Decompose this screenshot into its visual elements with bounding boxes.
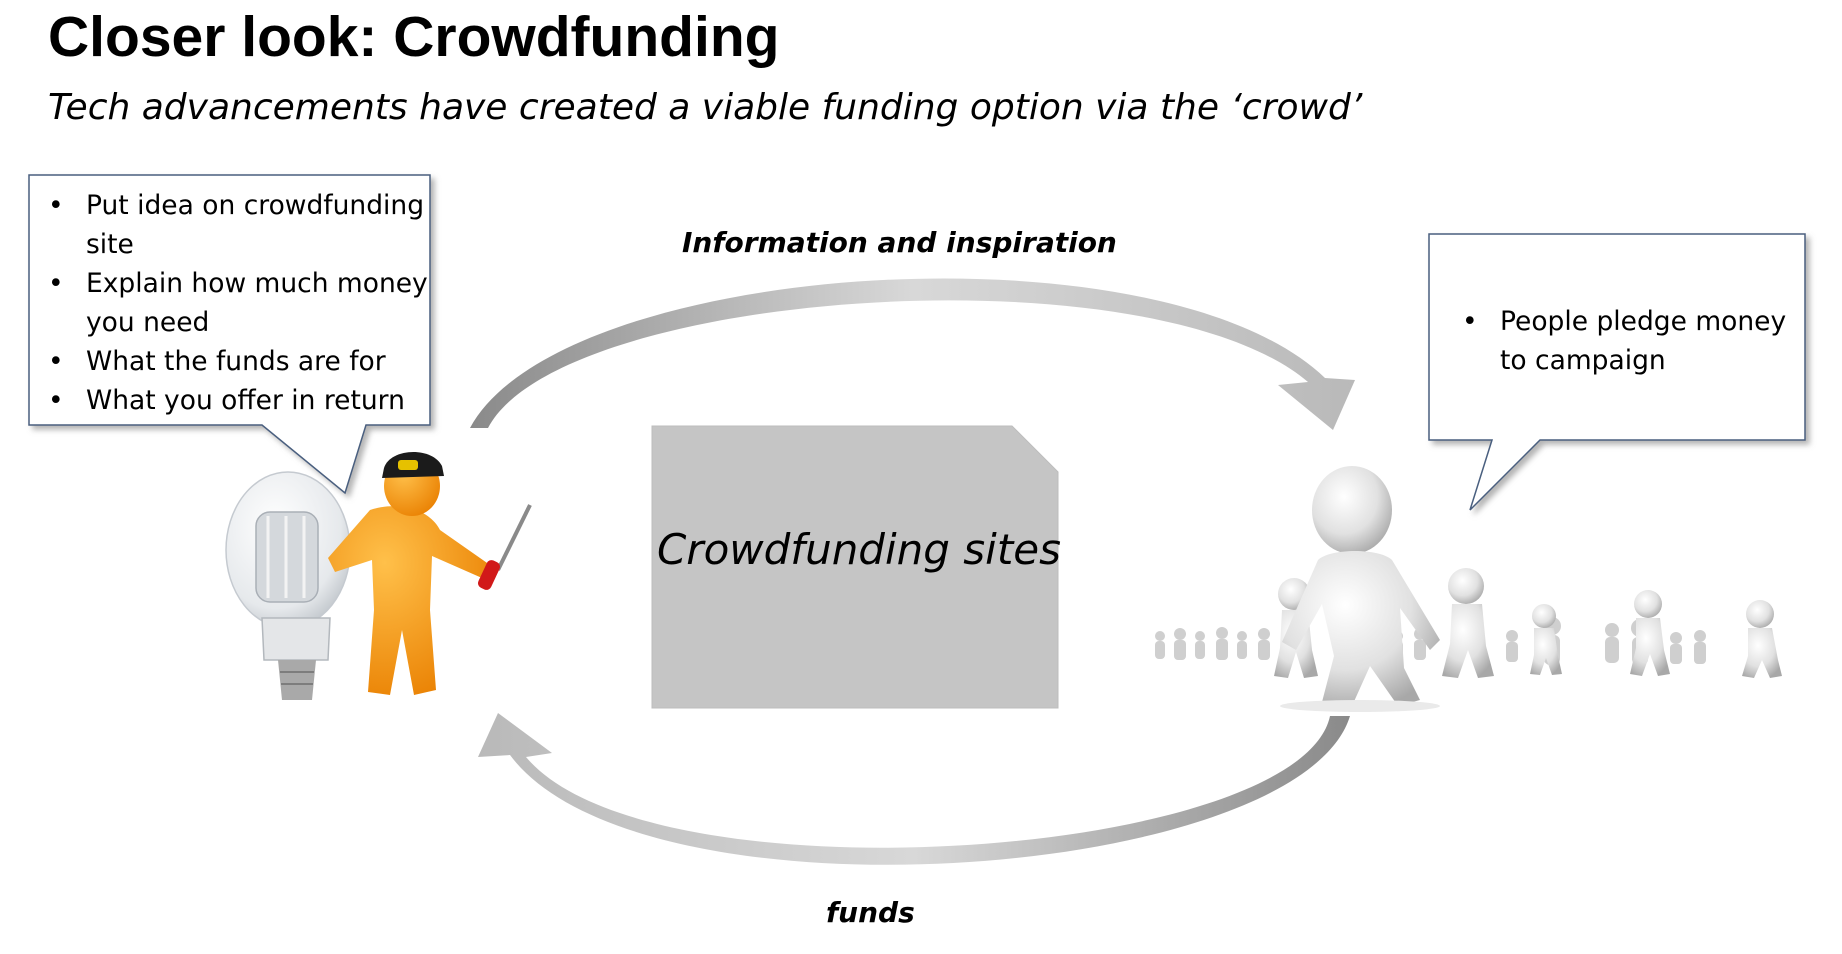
bottom-curved-arrow <box>478 713 1350 865</box>
crowdfunding-sites-box <box>651 425 1059 709</box>
left-callout-list: Put idea on crowdfunding site Explain ho… <box>30 186 430 420</box>
left-callout-item: What the funds are for <box>30 342 430 381</box>
slide-subtitle: Tech advancements have created a viable … <box>48 87 1363 128</box>
right-callout-item: People pledge money to campaign <box>1444 302 1814 380</box>
entrepreneur-with-lightbulb-illustration <box>225 451 532 700</box>
slide-title: Closer look: Crowdfunding <box>48 5 780 69</box>
right-callout-list: People pledge money to campaign <box>1444 302 1814 380</box>
left-callout-item: Put idea on crowdfunding site <box>30 186 430 264</box>
crowd-of-people-illustration <box>1155 466 1782 712</box>
screwdriver-icon <box>477 504 532 590</box>
orange-figure <box>328 451 490 695</box>
left-callout-item: Explain how much money you need <box>30 264 430 342</box>
lightbulb-icon <box>225 471 351 700</box>
bottom-arrow-label: funds <box>826 896 915 929</box>
left-callout-item: What you offer in return <box>30 381 430 420</box>
top-arrow-label: Information and inspiration <box>682 226 1117 259</box>
center-box-label: Crowdfunding sites <box>656 525 1062 574</box>
top-curved-arrow <box>470 278 1355 430</box>
